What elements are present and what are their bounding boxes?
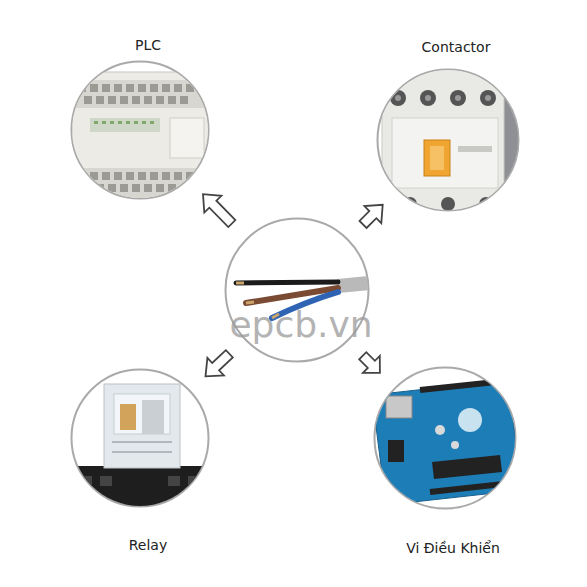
device-label: Vi Điều Khiển xyxy=(343,539,563,557)
block-arrow xyxy=(360,205,383,228)
circle-outline xyxy=(70,60,210,200)
block-arrow xyxy=(206,350,233,376)
circle-border xyxy=(72,62,209,199)
block-arrow xyxy=(359,352,380,373)
watermark-text: epcb.vn xyxy=(191,305,411,345)
device-circle: epcb.vn xyxy=(224,217,370,363)
circle-outline xyxy=(70,368,210,508)
circle-outline xyxy=(373,366,517,510)
device-label: PLC xyxy=(38,36,258,54)
device-circle: Relay xyxy=(70,368,210,508)
circle-border xyxy=(72,370,209,507)
circle-border xyxy=(378,70,519,211)
device-circle: PLC xyxy=(70,60,210,200)
device-label: Contactor xyxy=(346,38,566,56)
device-label: Relay xyxy=(38,536,258,554)
circle-border xyxy=(375,368,516,509)
block-arrow xyxy=(203,194,235,227)
device-circle: Contactor xyxy=(376,68,520,212)
circle-outline xyxy=(376,68,520,212)
device-circle: Vi Điều Khiển xyxy=(373,366,517,510)
